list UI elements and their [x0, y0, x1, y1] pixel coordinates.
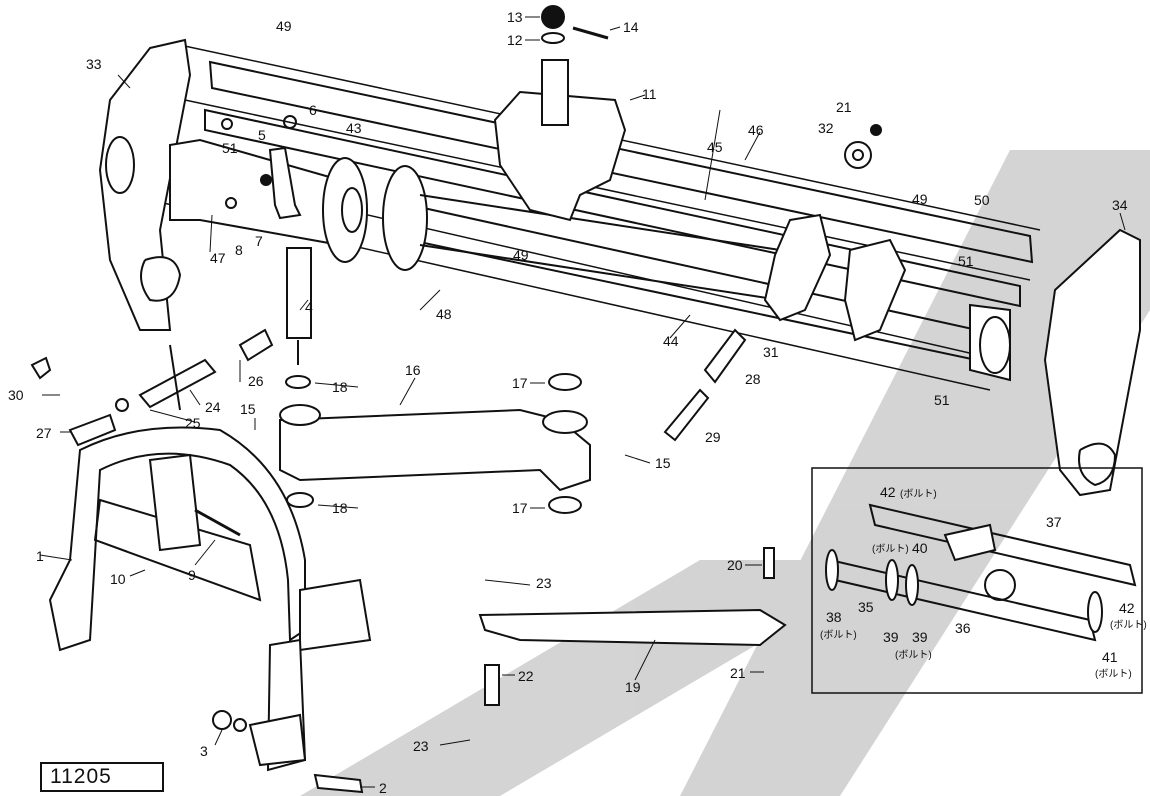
callout-32: 32 [818, 120, 834, 136]
callout-3: 3 [200, 743, 208, 759]
callout-15b: 15 [655, 455, 671, 471]
callout-25: 25 [185, 415, 201, 431]
drawing-id-box: 11205 [40, 762, 164, 792]
callout-24: 24 [205, 399, 221, 415]
callout-23b: 23 [413, 738, 429, 754]
callout-27: 27 [36, 425, 52, 441]
callout-33: 33 [86, 56, 102, 72]
callout-38: 38 [826, 609, 842, 625]
callout-50: 50 [974, 192, 990, 208]
callout-1: 1 [36, 548, 44, 564]
callout-17a: 17 [512, 375, 528, 391]
callout-45: 45 [707, 139, 723, 155]
inset-notes: (ボルト) (ボルト) (ボルト) (ボルト) (ボルト) (ボルト) [820, 488, 1147, 680]
callout-44: 44 [663, 333, 679, 349]
callout-6: 6 [309, 102, 317, 118]
note-bolt-42: (ボルト) [900, 488, 937, 500]
callout-4: 4 [305, 299, 313, 315]
callout-28: 28 [745, 371, 761, 387]
callout-26: 26 [248, 373, 264, 389]
callout-34: 34 [1112, 197, 1128, 213]
gearbox-housing [493, 90, 627, 222]
note-bolt-40: (ボルト) [872, 543, 909, 555]
callout-51a: 51 [222, 140, 238, 156]
callout-43: 43 [346, 120, 362, 136]
callout-19: 19 [625, 679, 641, 695]
left-side-plate [98, 38, 192, 331]
callout-36: 36 [955, 620, 971, 636]
callout-15a: 15 [240, 401, 256, 417]
note-bolt-38: (ボルト) [820, 629, 857, 641]
callout-8: 8 [235, 242, 243, 258]
callout-13: 13 [507, 9, 523, 25]
callout-18a: 18 [332, 379, 348, 395]
callout-23a: 23 [536, 575, 552, 591]
callout-11: 11 [642, 86, 657, 102]
callout-7: 7 [255, 233, 263, 249]
callout-49c: 49 [912, 191, 928, 207]
inset-frame [811, 467, 1143, 694]
leader-lines [39, 16, 1126, 788]
callout-49b: 49 [513, 247, 529, 263]
callout-14: 14 [623, 19, 639, 35]
callout-31: 31 [763, 344, 779, 360]
callout-30: 30 [8, 387, 24, 403]
callout-12: 12 [507, 32, 523, 48]
callout-40: 40 [912, 540, 928, 556]
callout-29: 29 [705, 429, 721, 445]
callout-37: 37 [1046, 514, 1062, 530]
callout-17b: 17 [512, 500, 528, 516]
callout-35: 35 [858, 599, 874, 615]
callout-9: 9 [188, 567, 196, 583]
right-side-plate [1043, 228, 1141, 497]
callout-18b: 18 [332, 500, 348, 516]
main-mount-frame [48, 426, 306, 652]
callout-51b: 51 [958, 253, 974, 269]
callout-48: 48 [436, 306, 452, 322]
callout-49a: 49 [276, 18, 292, 34]
callout-47: 47 [210, 250, 226, 266]
note-bolt-39: (ボルト) [895, 649, 932, 661]
callout-41: 41 [1102, 649, 1118, 665]
callout-42a: 42 [880, 484, 896, 500]
lower-arm [279, 408, 591, 492]
callout-42b: 42 [1119, 600, 1135, 616]
callout-22: 22 [518, 668, 534, 684]
note-bolt-42b: (ボルト) [1110, 619, 1147, 631]
callout-21b: 21 [730, 665, 746, 681]
callout-20: 20 [727, 557, 743, 573]
callout-2: 2 [379, 780, 387, 796]
callout-21a: 21 [836, 99, 852, 115]
callout-51c: 51 [934, 392, 950, 408]
link-arm [478, 608, 787, 647]
callout-5: 5 [258, 127, 266, 143]
callout-39b: 39 [912, 629, 928, 645]
note-bolt-41: (ボルト) [1095, 668, 1132, 680]
part-callouts: 1 2 3 4 5 6 7 8 9 10 11 12 13 14 15 15 1… [8, 9, 1135, 796]
callout-16: 16 [405, 362, 421, 378]
callout-46: 46 [748, 122, 764, 138]
callout-10: 10 [110, 571, 126, 587]
callout-39a: 39 [883, 629, 899, 645]
